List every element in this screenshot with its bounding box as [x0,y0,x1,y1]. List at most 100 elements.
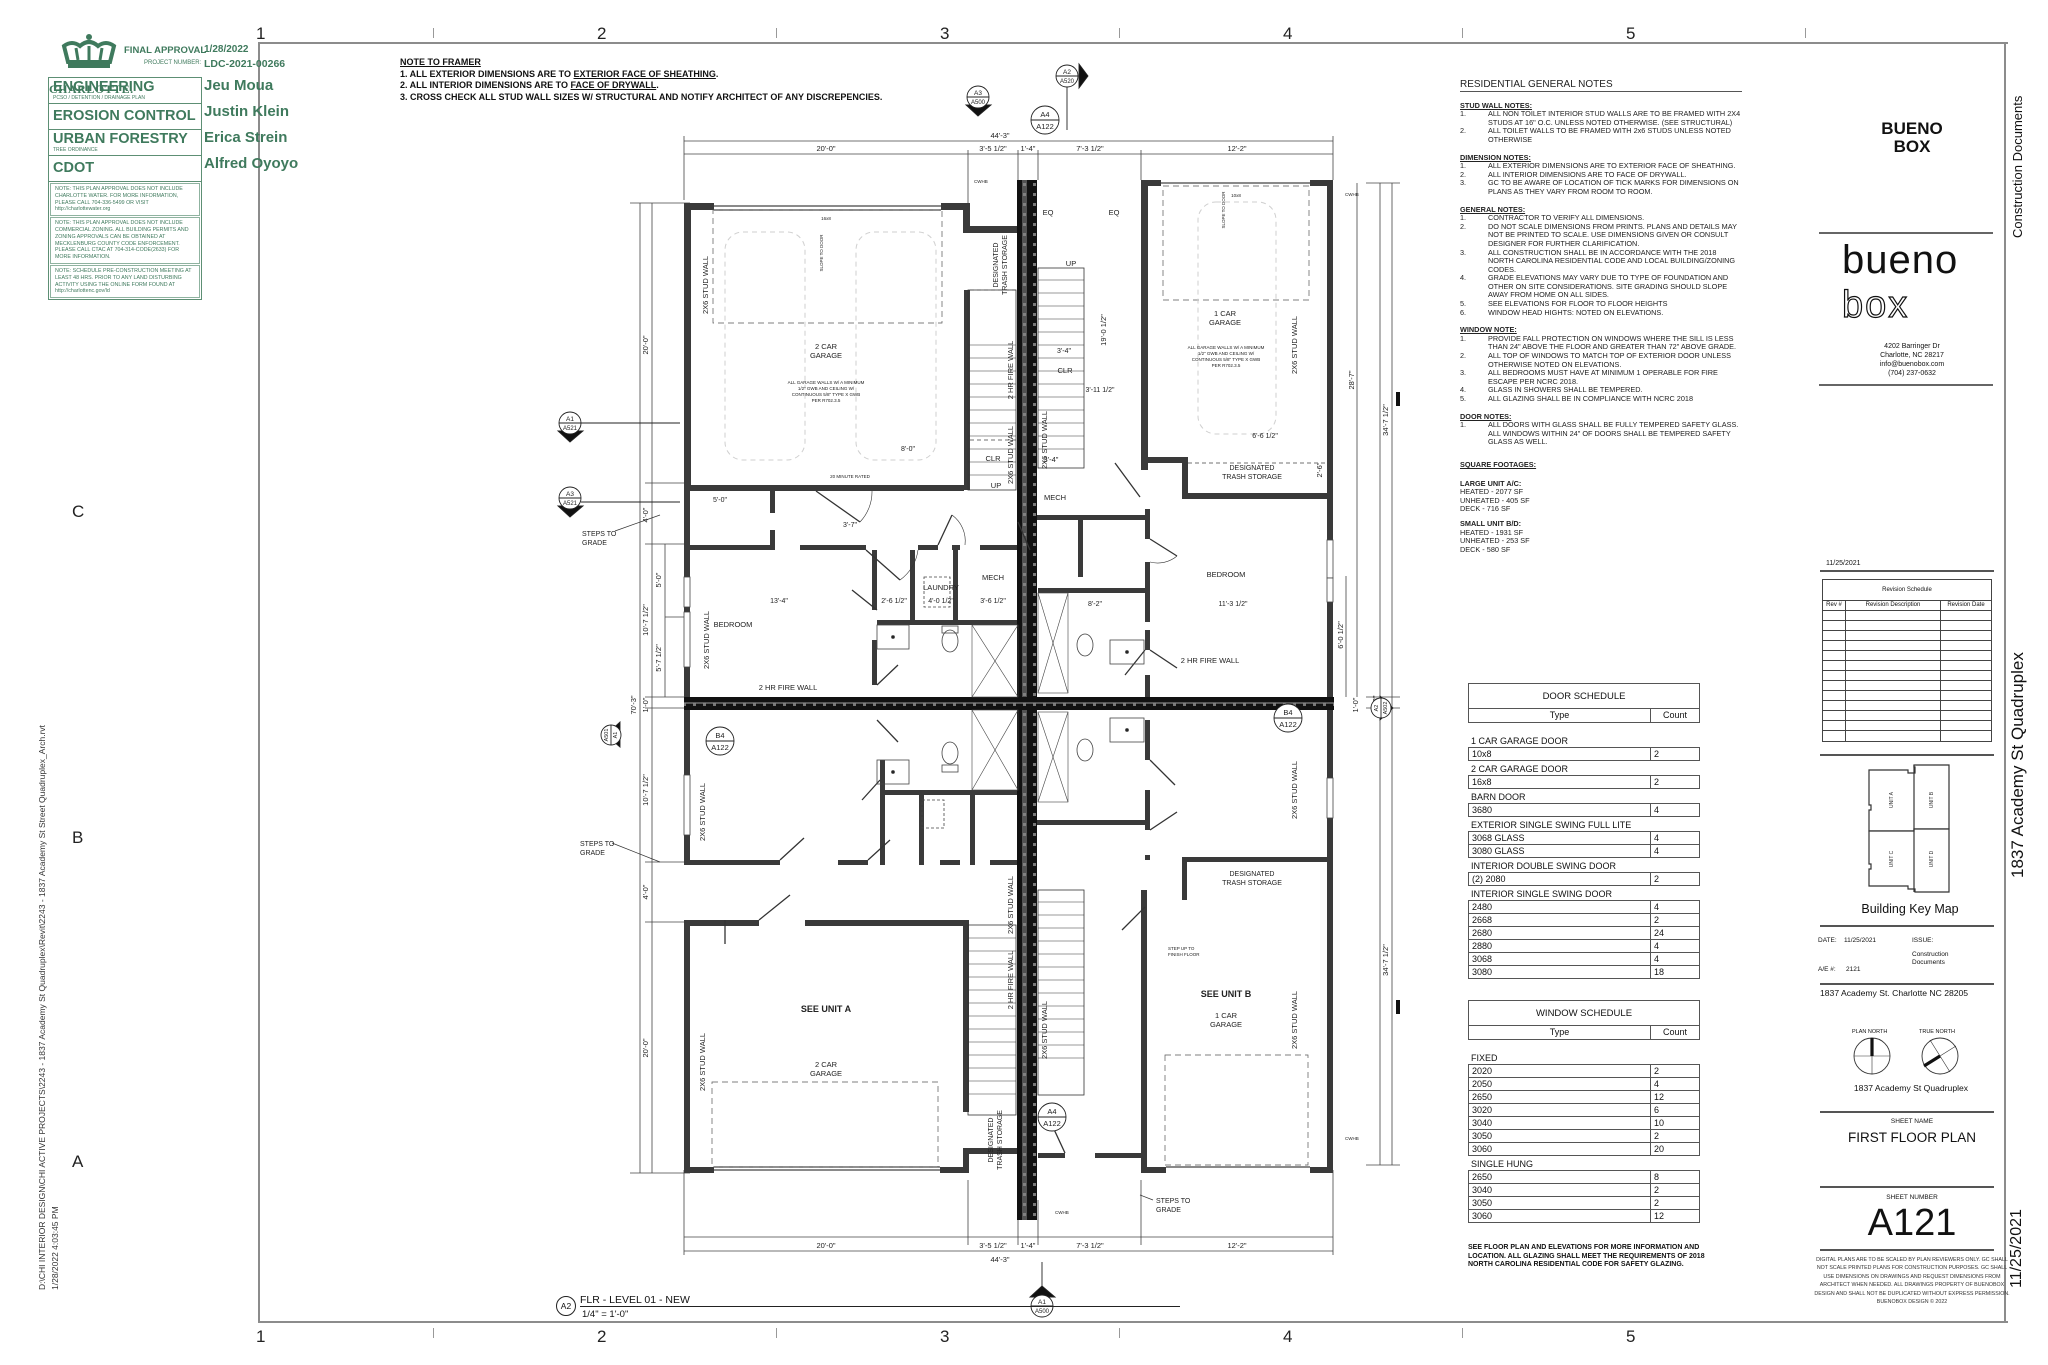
schedule-group: EXTERIOR SINGLE SWING FULL LITE [1471,820,1632,830]
project-address: 1837 Academy St. Charlotte NC 28205 [1820,988,1969,998]
divider [1820,983,1994,985]
walls [684,180,1333,1173]
grid-col-label: 4 [1283,24,1293,43]
divider [1820,925,1994,927]
svg-text:DESIGNATED: DESIGNATED [1230,871,1275,878]
rev-col: Revision Date [1947,602,1985,608]
room-garage2-line2: GARAGE [810,351,842,360]
svg-text:STEPS TO: STEPS TO [580,841,615,848]
notes-section-heading: DIMENSION NOTES: [1460,152,1531,162]
svg-text:CONTINUOUS 5/8" TYPE X GWB: CONTINUOUS 5/8" TYPE X GWB [1192,357,1261,362]
rev-row [1823,611,1991,621]
note-item: ALL TOP OF WINDOWS TO MATCH TOP OF EXTER… [1488,351,1732,369]
room-see-unit-b: SEE UNIT B [1201,989,1252,999]
notes-section-heading: DOOR NOTES: [1460,411,1512,421]
framer-note-text: 3. CROSS CHECK ALL STUD WALL SIZES W/ ST… [400,91,883,102]
view-name: FLR - LEVEL 01 - NEW [580,1294,1180,1307]
small-unit-label: SMALL UNIT B/D: [1460,518,1522,528]
label-cwhb-3: CWHB [1345,1136,1359,1141]
note-item: GRADE ELEVATIONS MAY VARY DUE TO TYPE OF… [1488,273,1729,300]
view-scale: 1/4" = 1'-0" [582,1309,629,1320]
department-name: CDOT [53,160,95,176]
note-item: ALL TOILET WALLS TO BE FRAMED WITH 2x6 S… [1488,126,1731,144]
col-type: Type [1469,1026,1651,1039]
room-garage2b-line1: 2 CAR [815,1060,838,1069]
key-unit-a: UNIT A [1889,791,1895,808]
dim-right-width: 12'-2" [1227,144,1246,153]
department-name: EROSION CONTROL [53,108,196,124]
rev-row [1823,721,1991,731]
stair-treads [968,279,1084,1095]
tag-a2-a502: A2 A502 [1370,694,1394,722]
department-sub: TREE ORDINANCE [53,147,98,153]
label-stud-wall: 2X6 STUD WALL [1040,411,1049,469]
grid-col-label: 5 [1626,1327,1636,1346]
svg-text:STEPS TO: STEPS TO [582,531,617,538]
vertical-issue-label: Construction Documents [2010,95,2025,238]
rev-row [1823,691,1991,701]
label-cwhb-2: CWHB [1345,192,1359,197]
divider [1820,1111,1994,1113]
grid-row-label: B [72,828,84,847]
department-cdot: CDOT [49,156,201,182]
rev-col: Rev # [1823,601,1846,610]
dim-laundry-width: 4'-0 1/2" [928,598,954,605]
department-sub: PCSO / DETENTION / DRAINAGE PLAN [53,95,145,101]
room-bedroom-b: BEDROOM [1207,570,1246,579]
room-garage2-line1: 2 CAR [815,342,838,351]
svg-text:1/2" GWB AND CEILING W/: 1/2" GWB AND CEILING W/ [798,386,855,391]
tag-a1-a501: A501 A1 [600,720,622,748]
svg-text:A4: A4 [1047,1107,1056,1116]
notes-section-heading: GENERAL NOTES: [1460,204,1526,214]
dim-stair-clr: 3'-4" [1044,455,1059,464]
small-unit-unheated: UNHEATED - 253 SF [1460,536,1530,546]
rev-row [1823,681,1991,691]
reviewer-name: Jeu Moua [204,77,274,94]
top-dimensions [630,136,1400,1255]
north-arrows [1853,1037,1959,1075]
dim-steps-b: 4'-0" [641,884,650,899]
rev-row [1823,651,1991,661]
dim-right-depth-b: 34'-7 1/2" [1381,944,1390,976]
grid-col-label: 1 [256,1327,266,1346]
label-clr-2: CLR [985,454,1001,463]
svg-text:A520: A520 [1060,79,1075,85]
svg-text:A3: A3 [566,491,574,498]
dim-center-c: 7'-3 1/2" [1076,144,1104,153]
grid-tick [433,28,434,38]
section-markers [1396,392,1400,1014]
dim-left-width-bottom: 20'-0" [816,1241,835,1250]
dim-stair-clr-b: 3'-4" [1057,348,1071,355]
plan-north-label: PLAN NORTH [1852,1029,1888,1035]
small-unit-deck: DECK - 580 SF [1460,544,1511,554]
title-block-divider [2004,42,2006,1323]
dim-overall-width-bottom: 44'-3" [990,1255,1009,1264]
sheet-number: A121 [1867,1202,1957,1244]
rev-row [1823,711,1991,721]
plumbing-fixtures [876,576,1145,829]
room-laundry: LAUNDRY [923,583,959,592]
svg-text:A122: A122 [711,743,729,752]
schedule-group: INTERIOR SINGLE SWING DOOR [1471,889,1613,899]
room-see-unit-a: SEE UNIT A [801,1004,852,1014]
svg-text:ALL GARAGE WALLS W/ A MINIMUM: ALL GARAGE WALLS W/ A MINIMUM [1188,345,1265,350]
room-garage1-line1: 1 CAR [1214,309,1237,318]
firm-address: 4202 Barringer Dr Charlotte, NC 28217 in… [1879,343,1945,377]
schedule-group: SINGLE HUNG [1471,1159,1534,1169]
label-stud-wall: 2X6 STUD WALL [1290,991,1299,1049]
rev-row [1823,731,1991,741]
divider [1820,1249,1994,1251]
large-unit-heated: HEATED - 2077 SF [1460,487,1524,497]
svg-text:A122: A122 [1279,720,1297,729]
reviewer-name: Alfred Oyoyo [204,155,299,172]
true-north-label: TRUE NORTH [1919,1029,1955,1035]
